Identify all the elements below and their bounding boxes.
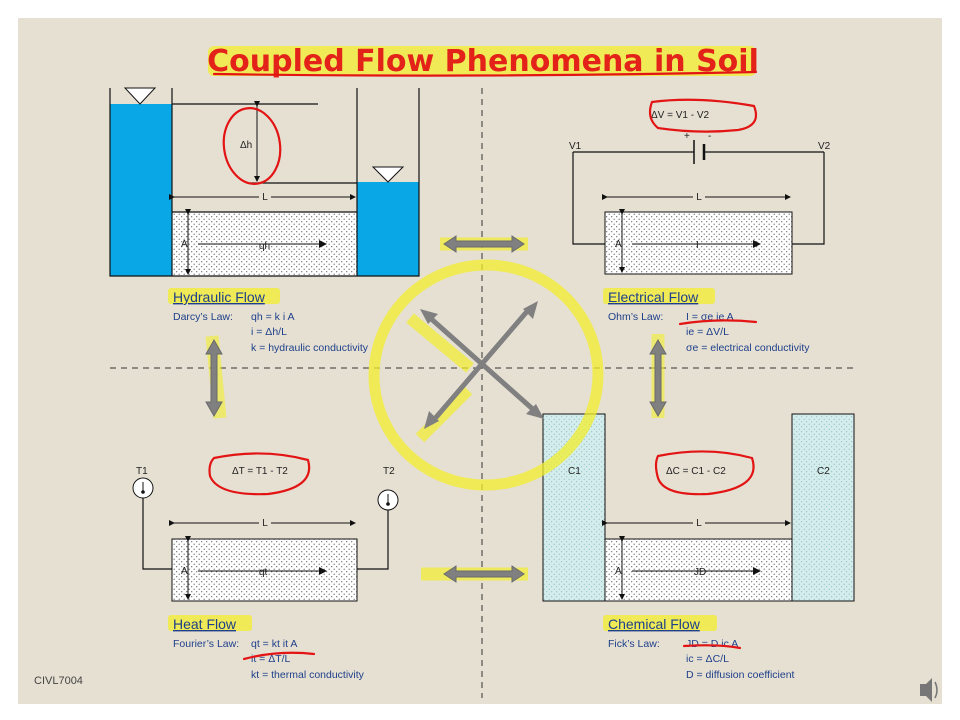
title-highlight — [208, 46, 756, 76]
heat-law-name: Fourier’s Law: — [173, 638, 239, 650]
hydraulic-gradient: i = Δh/L — [251, 326, 287, 338]
heat-flow-label: qt — [259, 567, 268, 578]
chemical-diagram: C1 C2 ΔC = C1 - C2 L A JD — [542, 413, 855, 602]
hydraulic-diagram: Δh L A qh — [109, 87, 420, 277]
area-label-heat: A — [181, 566, 188, 577]
chemical-gradient: ic = ΔC/L — [686, 653, 729, 665]
coupling-arrows — [205, 235, 667, 583]
right-reservoir — [357, 182, 419, 276]
slide: Coupled Flow Phenomena in Soil Δh L A qh… — [18, 18, 942, 704]
chemical-heading: Chemical Flow — [608, 616, 701, 632]
heat-heading: Heat Flow — [173, 616, 237, 632]
electrical-conductivity-def: σe = electrical conductivity — [686, 342, 810, 354]
speaker-icon[interactable] — [920, 678, 938, 702]
chemical-underline — [682, 644, 742, 650]
heat-conductivity-def: kt = thermal conductivity — [251, 669, 365, 681]
v2-label: V2 — [818, 141, 831, 152]
hydraulic-equation: qh = k i A — [251, 311, 295, 323]
water-level-marker-left — [123, 87, 157, 105]
c2-label: C2 — [817, 466, 830, 477]
electrical-law-name: Ohm’s Law: — [608, 311, 663, 323]
electrical-diagram: + - ΔV = V1 - V2 V1 V2 L A I — [569, 98, 831, 275]
electrical-underline — [678, 319, 758, 326]
current-label: I — [696, 240, 699, 251]
right-chem-reservoir — [791, 413, 855, 602]
v1-label: V1 — [569, 141, 582, 152]
left-reservoir — [110, 104, 172, 276]
dc-label: ΔC = C1 - C2 — [666, 466, 726, 477]
dv-label: ΔV = V1 - V2 — [651, 110, 710, 121]
heat-underline — [242, 651, 316, 661]
t1-label: T1 — [136, 466, 148, 477]
heat-diagram: T1 T2 ΔT = T1 - T2 L A qt — [132, 452, 399, 602]
dh-label: Δh — [240, 140, 252, 151]
chemical-law-name: Fick’s Law: — [608, 638, 660, 650]
length-label-electrical: L — [696, 192, 702, 203]
electrical-gradient: ie = ΔV/L — [686, 326, 729, 338]
hydraulic-law-name: Darcy’s Law: — [173, 311, 233, 323]
plus-terminal: + — [684, 131, 690, 142]
area-label-electrical: A — [615, 239, 622, 250]
electrical-heading: Electrical Flow — [608, 289, 699, 305]
t2-label: T2 — [383, 466, 395, 477]
area-label: A — [181, 239, 188, 250]
title-underline — [212, 70, 758, 77]
length-label-heat: L — [262, 518, 268, 529]
chemical-coefficient-def: D = diffusion coefficient — [686, 669, 795, 681]
minus-terminal: - — [708, 131, 711, 142]
area-label-chemical: A — [615, 566, 622, 577]
flow-label: qh — [259, 241, 270, 252]
hydraulic-conductivity-def: k = hydraulic conductivity — [251, 342, 369, 354]
diffusion-flux-label: JD — [694, 567, 706, 578]
dt-label: ΔT = T1 - T2 — [232, 466, 288, 477]
water-level-marker-right — [371, 166, 405, 183]
heat-equation: qt = kt it A — [251, 638, 297, 650]
chemical-equation: JD = D ic A — [686, 638, 738, 650]
length-label: L — [262, 192, 268, 203]
course-code: CIVL7004 — [34, 675, 83, 687]
c1-label: C1 — [568, 466, 581, 477]
length-label-chemical: L — [696, 518, 702, 529]
diagram-canvas: Coupled Flow Phenomena in Soil Δh L A qh… — [34, 44, 938, 702]
hydraulic-heading: Hydraulic Flow — [173, 289, 266, 305]
